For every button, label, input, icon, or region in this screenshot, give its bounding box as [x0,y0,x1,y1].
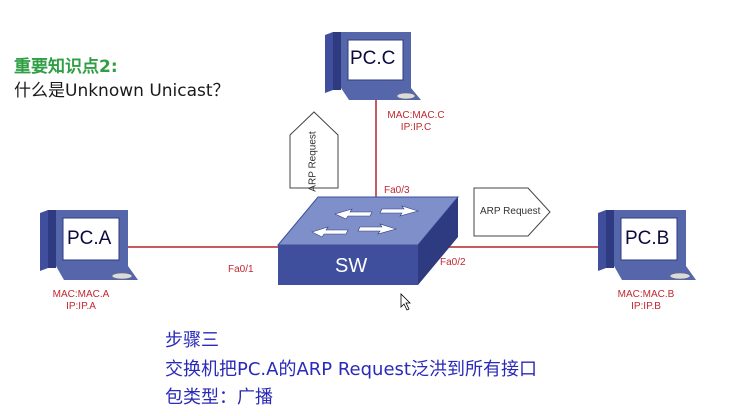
pc-c-mac: MAC:MAC.C [387,110,445,121]
port-fa0-2: Fa0/2 [440,257,466,268]
note-heading: 重要知识点2: [14,57,118,77]
pc-c-ip: IP:IP.C [400,122,432,133]
pc-b-address: MAC:MAC.B IP:IP.B [614,289,678,313]
port-fa0-1: Fa0/1 [228,264,254,275]
pc-a-label: PC.A [67,228,112,249]
note-question: 什么是Unknown Unicast？ [14,81,230,101]
switch-icon [276,196,460,285]
step-packet-type: 包类型：广播 [165,387,273,408]
pc-b-ip: IP:IP.B [631,301,661,312]
pc-c-icon [325,32,421,100]
pc-a-mac: MAC:MAC.A [52,289,110,300]
pc-b-label: PC.B [625,228,670,249]
pc-b-mac: MAC:MAC.B [617,289,675,300]
pc-a-ip: IP:IP.A [66,301,96,312]
switch-label: SW [335,255,368,277]
pc-a-icon [40,210,138,280]
arp-request-right-label: ARP Request [480,206,541,217]
pc-a-address: MAC:MAC.A IP:IP.A [50,289,112,313]
pc-c-address: MAC:MAC.C IP:IP.C [384,110,448,134]
step-description: 交换机把PC.A的ARP Request泛洪到所有接口 [165,359,537,380]
pc-b-icon [598,210,696,280]
arp-packet-right-icon [473,187,551,237]
pc-c-label: PC.C [350,48,396,69]
arp-packet-up-icon [289,111,339,189]
arp-request-up-label: ARP Request [307,131,319,192]
step-title: 步骤三 [165,330,219,351]
cursor-icon [400,293,411,311]
port-fa0-3: Fa0/3 [384,185,410,196]
